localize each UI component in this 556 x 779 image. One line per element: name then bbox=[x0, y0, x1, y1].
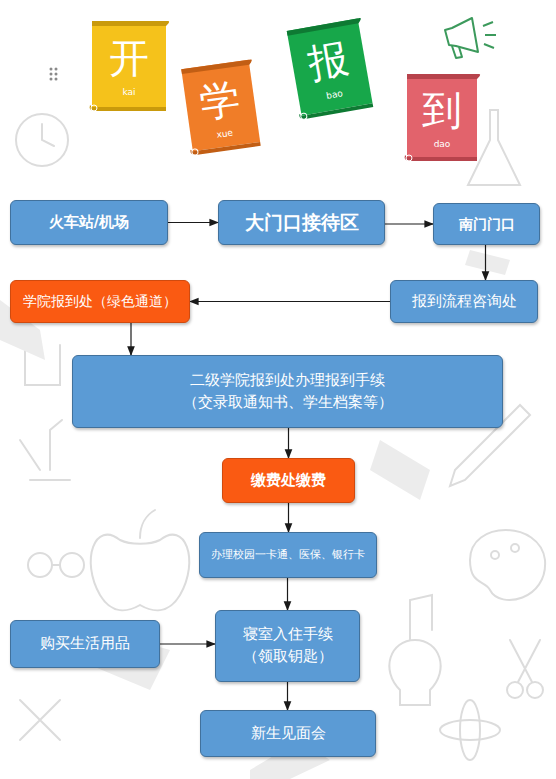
box-text: 新生见面会 bbox=[251, 723, 326, 745]
flow-arrow bbox=[130, 323, 131, 355]
process-box: 购买生活用品 bbox=[10, 620, 160, 668]
flow-arrow bbox=[287, 578, 288, 610]
title-character: 到 bbox=[422, 86, 462, 134]
title-scroll: 学xue bbox=[177, 55, 265, 160]
process-box: 寝室入住手续（领取钥匙） bbox=[215, 610, 360, 682]
title-scroll: 到 dao bbox=[403, 70, 481, 165]
title-character: 报 bbox=[305, 34, 353, 88]
box-text: 寝室入住手续 bbox=[243, 624, 333, 646]
process-box: 新生见面会 bbox=[200, 710, 376, 757]
flow-arrow bbox=[287, 682, 288, 710]
title-scroll: 开 kai bbox=[88, 17, 170, 115]
flow-arrow bbox=[160, 643, 215, 644]
box-text: （交录取通知书、学生档案等） bbox=[183, 392, 393, 414]
box-text: 购买生活用品 bbox=[40, 633, 130, 655]
process-box: 南门门口 bbox=[433, 203, 540, 245]
process-box: 火车站/机场 bbox=[10, 200, 168, 245]
pinyin-label: dao bbox=[434, 140, 451, 150]
box-text: 缴费处缴费 bbox=[251, 470, 326, 492]
box-text: 学院报到处（绿色通道） bbox=[23, 291, 177, 311]
process-box: 报到流程咨询处 bbox=[390, 280, 538, 323]
flow-arrow bbox=[168, 222, 218, 223]
flow-arrow bbox=[385, 223, 433, 224]
box-text: 办理校园一卡通、医保、银行卡 bbox=[211, 547, 365, 563]
flow-arrow bbox=[485, 245, 486, 280]
box-text: 大门口接待区 bbox=[245, 209, 359, 237]
process-box: 学院报到处（绿色通道） bbox=[10, 280, 190, 323]
process-box: 缴费处缴费 bbox=[222, 458, 355, 503]
process-box: 办理校园一卡通、医保、银行卡 bbox=[199, 532, 377, 578]
box-text: 报到流程咨询处 bbox=[412, 291, 517, 313]
flow-arrow bbox=[190, 301, 390, 302]
box-text: 南门门口 bbox=[459, 214, 515, 234]
box-text: 火车站/机场 bbox=[49, 212, 129, 234]
title-character: 开 bbox=[109, 34, 149, 82]
title-scroll: 报bao bbox=[282, 14, 378, 124]
process-box: 二级学院报到处办理报到手续（交录取通知书、学生档案等） bbox=[72, 355, 503, 428]
flow-arrow bbox=[288, 428, 289, 458]
flow-arrow bbox=[288, 503, 289, 532]
title-character: 学 bbox=[197, 73, 243, 126]
box-text: 二级学院报到处办理报到手续 bbox=[190, 370, 385, 392]
pinyin-label: kai bbox=[122, 88, 135, 98]
process-box: 大门口接待区 bbox=[218, 200, 385, 245]
box-text: （领取钥匙） bbox=[243, 646, 333, 668]
